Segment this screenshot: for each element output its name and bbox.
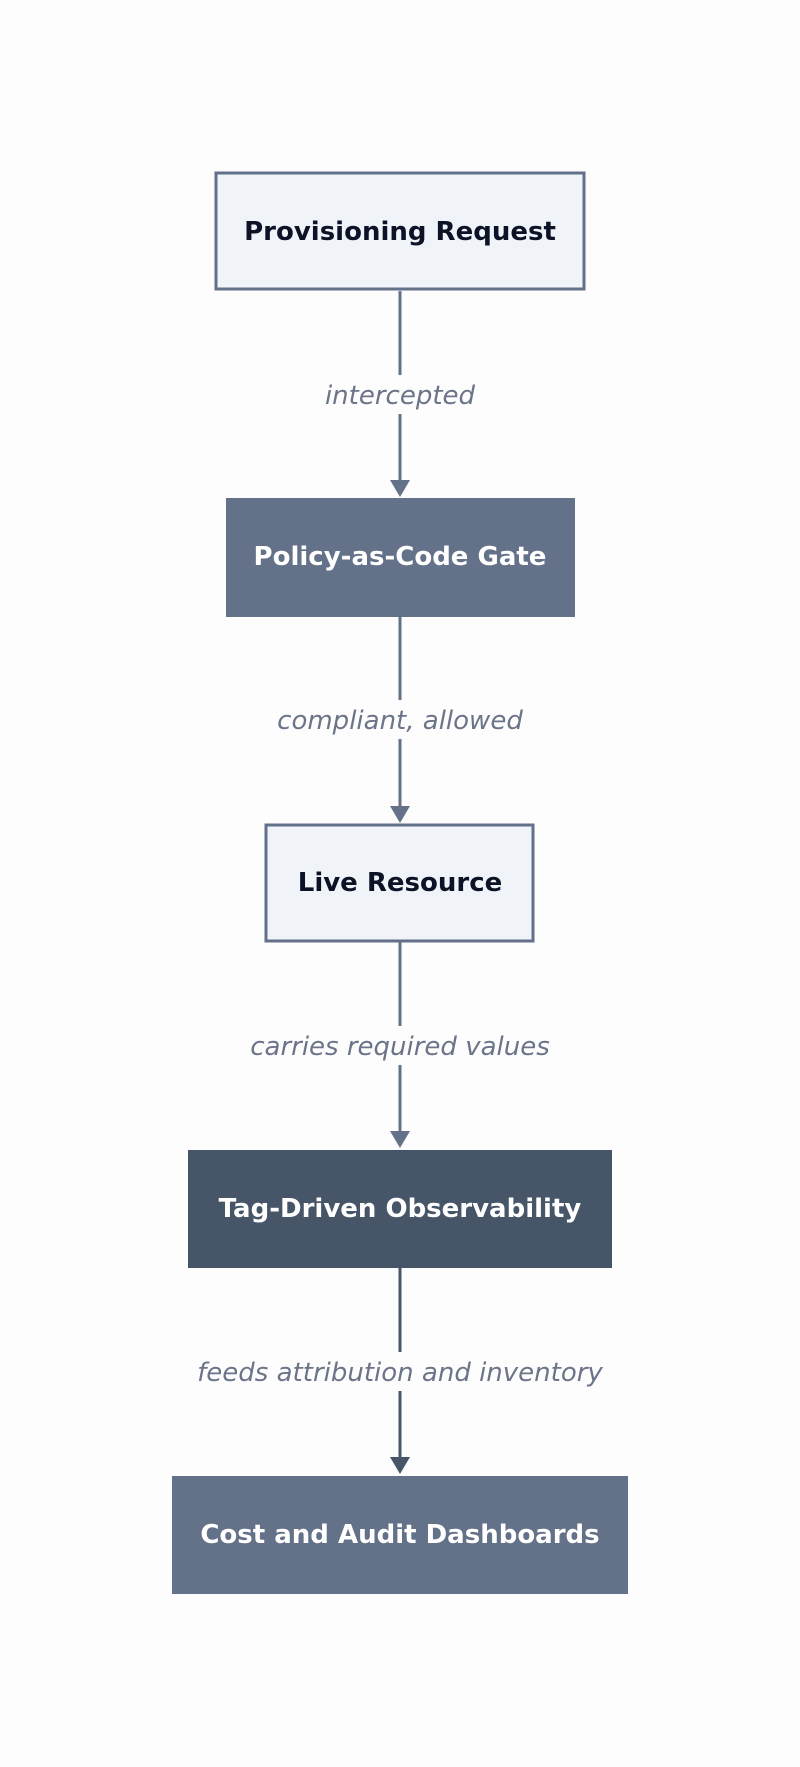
node-label: Provisioning Request xyxy=(244,217,556,247)
arrowhead-icon xyxy=(390,480,410,497)
edge-compliant-allowed: compliant, allowed xyxy=(277,616,523,823)
edge-label: compliant, allowed xyxy=(277,706,523,736)
edge-feeds-attribution: feeds attribution and inventory xyxy=(197,1268,603,1474)
node-box xyxy=(214,171,586,291)
node-label: Policy-as-Code Gate xyxy=(254,542,547,572)
node-provisioning-request: Provisioning Request xyxy=(214,171,586,291)
node-tag-driven-observability: Tag-Driven Observability xyxy=(188,1150,612,1268)
arrowhead-icon xyxy=(390,806,410,823)
node-box xyxy=(226,498,575,617)
node-label: Live Resource xyxy=(298,868,502,898)
node-label: Cost and Audit Dashboards xyxy=(200,1520,599,1550)
node-cost-and-audit-dashboards: Cost and Audit Dashboards xyxy=(172,1476,628,1594)
node-box xyxy=(188,1150,612,1268)
node-label: Tag-Driven Observability xyxy=(219,1194,582,1224)
edge-carries-required-values: carries required values xyxy=(250,942,550,1148)
edge-label: feeds attribution and inventory xyxy=(197,1358,603,1388)
node-live-resource: Live Resource xyxy=(264,823,535,943)
node-box xyxy=(264,823,535,943)
edge-label: intercepted xyxy=(325,381,476,411)
edge-intercepted: intercepted xyxy=(325,291,476,497)
node-policy-as-code-gate: Policy-as-Code Gate xyxy=(226,498,575,617)
node-box xyxy=(172,1476,628,1594)
arrowhead-icon xyxy=(390,1131,410,1148)
arrowhead-icon xyxy=(390,1457,410,1474)
edge-label: carries required values xyxy=(250,1032,550,1062)
